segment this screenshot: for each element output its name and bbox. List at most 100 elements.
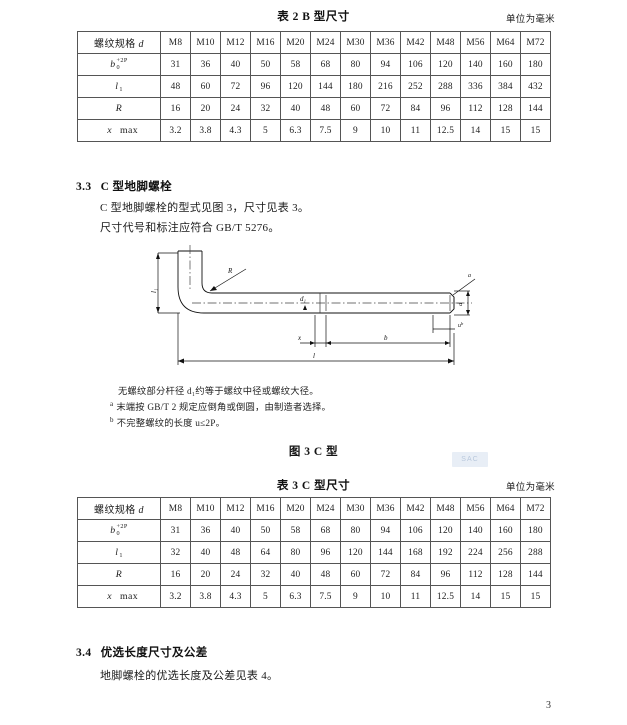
- figure-label-a: a: [468, 273, 471, 279]
- figure-label-x: x: [297, 334, 302, 342]
- section-3-3-title: C 型地脚螺栓: [100, 181, 173, 193]
- column-header-spec: M8: [160, 497, 191, 520]
- table-cell: 160: [490, 519, 521, 542]
- column-header-spec: M16: [250, 31, 281, 54]
- column-header-spec: M10: [190, 497, 221, 520]
- table-cell: 112: [460, 97, 491, 120]
- table-cell: 68: [310, 53, 341, 76]
- table-cell: 12.5: [430, 585, 461, 608]
- column-header-spec: M42: [400, 497, 431, 520]
- table-cell: 40: [280, 563, 311, 586]
- table-cell: 48: [220, 541, 251, 564]
- figure-note-a-mark: a: [110, 399, 114, 408]
- table-cell: 40: [190, 541, 221, 564]
- table-cell: 192: [430, 541, 461, 564]
- column-header-spec: M8: [160, 31, 191, 54]
- column-header-spec: M72: [520, 497, 551, 520]
- section-3-4-title: 优选长度尺寸及公差: [100, 647, 208, 659]
- table-cell: 180: [520, 519, 551, 542]
- table-cell: 120: [430, 53, 461, 76]
- table-cell: 80: [280, 541, 311, 564]
- table-cell: 15: [520, 585, 551, 608]
- table-cell: 80: [340, 53, 371, 76]
- section-3-4-heading: 3.4 优选长度尺寸及公差: [76, 644, 208, 660]
- row-label: l 1: [77, 75, 161, 98]
- watermark: SAC: [452, 452, 488, 467]
- section-3-4-line-1: 地脚螺栓的优选长度及公差见表 4。: [100, 670, 279, 682]
- table-cell: 64: [250, 541, 281, 564]
- table-cell: 80: [340, 519, 371, 542]
- table-cell: 16: [160, 97, 191, 120]
- table-cell: 288: [520, 541, 551, 564]
- column-header-spec: M16: [250, 497, 281, 520]
- table-cell: 94: [370, 519, 401, 542]
- table-cell: 48: [160, 75, 191, 98]
- figure-label-l: l: [313, 352, 315, 360]
- figure-note-b-text: 不完整螺纹的长度 u≤2P。: [116, 419, 226, 429]
- table-cell: 12.5: [430, 119, 461, 142]
- figure-3-drawing: R a d₁ l₁: [150, 243, 485, 375]
- column-header-spec: M24: [310, 31, 341, 54]
- row-label: l 1: [77, 541, 161, 564]
- table-cell: 16: [160, 563, 191, 586]
- table-cell: 106: [400, 53, 431, 76]
- figure-note-b-mark: b: [110, 415, 114, 424]
- table-cell: 5: [250, 585, 281, 608]
- table-cell: 60: [190, 75, 221, 98]
- section-3-3-line-1: C 型地脚螺栓的型式见图 3，尺寸见表 3。: [100, 202, 310, 214]
- column-header-spec-label: 螺纹规格 d: [77, 497, 161, 520]
- table-cell: 58: [280, 519, 311, 542]
- table-cell: 32: [250, 563, 281, 586]
- table-cell: 94: [370, 53, 401, 76]
- column-header-spec: M12: [220, 31, 251, 54]
- table-cell: 14: [460, 585, 491, 608]
- table-cell: 224: [460, 541, 491, 564]
- table-cell: 144: [520, 97, 551, 120]
- table-cell: 15: [520, 119, 551, 142]
- table-cell: 40: [280, 97, 311, 120]
- table-cell: 288: [430, 75, 461, 98]
- table-cell: 20: [190, 97, 221, 120]
- figure-note-0-text: 无螺纹部分杆径 d₁约等于螺纹中径或螺纹大径。: [118, 387, 319, 397]
- figure-note-a-text: 末端按 GB/T 2 规定应倒角或倒圆，由制造者选择。: [116, 403, 331, 413]
- table-cell: 256: [490, 541, 521, 564]
- column-header-spec: M20: [280, 497, 311, 520]
- table-cell: 432: [520, 75, 551, 98]
- table-cell: 144: [310, 75, 341, 98]
- figure-label-d1: d₁: [300, 295, 306, 303]
- column-header-spec: M64: [490, 31, 521, 54]
- table-cell: 144: [370, 541, 401, 564]
- page-number: 3: [546, 700, 551, 711]
- table3-unit-note: 单位为毫米: [505, 483, 555, 493]
- section-3-4-number: 3.4: [76, 647, 92, 659]
- column-header-spec: M42: [400, 31, 431, 54]
- table-cell: 3.2: [160, 119, 191, 142]
- figure-label-d: d: [457, 302, 464, 306]
- table-cell: 6.3: [280, 119, 311, 142]
- column-header-spec: M48: [430, 497, 461, 520]
- table-cell: 40: [220, 53, 251, 76]
- table-cell: 106: [400, 519, 431, 542]
- table-cell: 160: [490, 53, 521, 76]
- column-header-spec: M72: [520, 31, 551, 54]
- table-cell: 68: [310, 519, 341, 542]
- table-cell: 11: [400, 585, 431, 608]
- table-cell: 84: [400, 97, 431, 120]
- table-cell: 336: [460, 75, 491, 98]
- table-cell: 31: [160, 53, 191, 76]
- table-cell: 32: [160, 541, 191, 564]
- column-header-spec: M48: [430, 31, 461, 54]
- table-cell: 3.2: [160, 585, 191, 608]
